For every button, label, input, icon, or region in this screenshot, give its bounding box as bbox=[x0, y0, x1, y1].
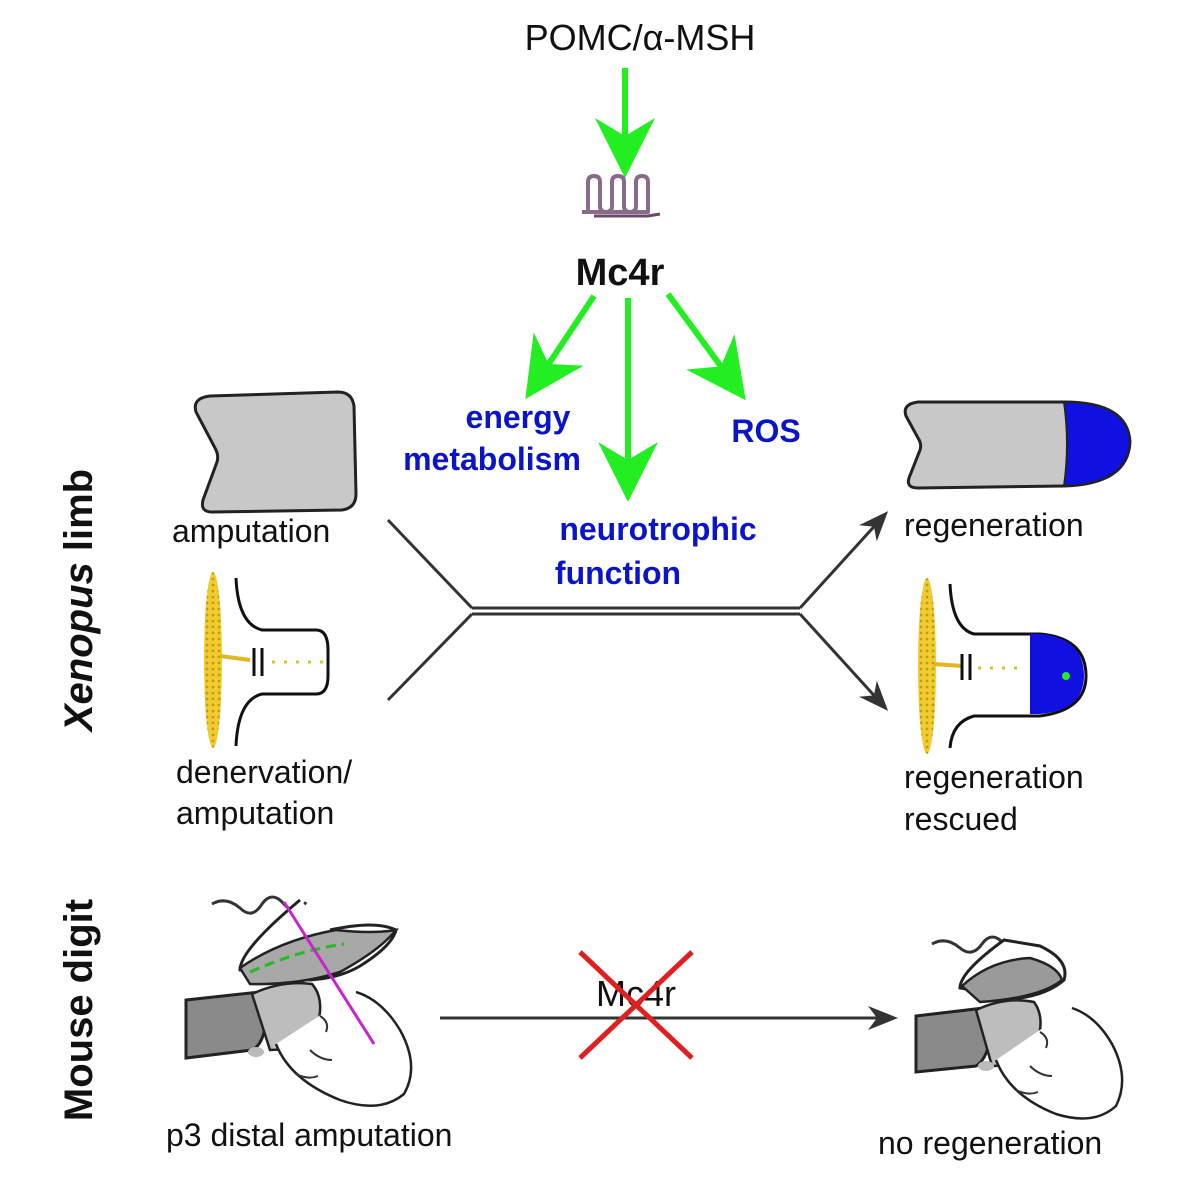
denervated-limb-icon bbox=[204, 572, 330, 748]
effect-energy-line1: energy bbox=[466, 399, 571, 435]
denervation-label-line1: denervation/ bbox=[176, 754, 352, 790]
nerve-ganglion bbox=[204, 572, 222, 748]
regenerated-limb-icon bbox=[903, 400, 1132, 490]
rescued-limb-icon bbox=[918, 578, 1088, 754]
amputation-label: amputation bbox=[172, 513, 330, 549]
no-regeneration-label: no regeneration bbox=[878, 1125, 1102, 1161]
nerve-ganglion bbox=[918, 578, 936, 754]
receptor-icon bbox=[582, 174, 661, 218]
amputation-plane-line bbox=[282, 901, 376, 1045]
ligand-label: POMC/α-MSH bbox=[525, 17, 756, 58]
block-cross-icon bbox=[578, 950, 694, 1060]
pathway-connector bbox=[386, 511, 889, 711]
denervation-label-line2: amputation bbox=[176, 795, 334, 831]
rescued-label-line1: regeneration bbox=[904, 759, 1084, 795]
mouse-section-label: Mouse digit bbox=[57, 899, 101, 1121]
unregenerated-mouse-digit-icon bbox=[914, 935, 1124, 1120]
amputated-limb-icon bbox=[193, 390, 358, 514]
effect-neuro-line2: function bbox=[555, 555, 681, 591]
arrow-to-energy-metabolism bbox=[525, 294, 597, 399]
effect-neuro-line1: neurotrophic bbox=[559, 511, 756, 547]
xenopus-section-label: Xenopus limb bbox=[57, 469, 101, 733]
effect-energy-line2: metabolism bbox=[403, 441, 581, 477]
receptor-label: Mc4r bbox=[576, 252, 665, 294]
amputated-mouse-digit-icon bbox=[184, 895, 413, 1107]
p3-amputation-label: p3 distal amputation bbox=[166, 1117, 452, 1153]
effect-ros: ROS bbox=[731, 413, 800, 449]
regeneration-label: regeneration bbox=[904, 507, 1084, 543]
rescued-label-line2: rescued bbox=[904, 801, 1018, 837]
arrow-to-ros bbox=[665, 292, 746, 401]
blastema-marker bbox=[1062, 672, 1070, 680]
